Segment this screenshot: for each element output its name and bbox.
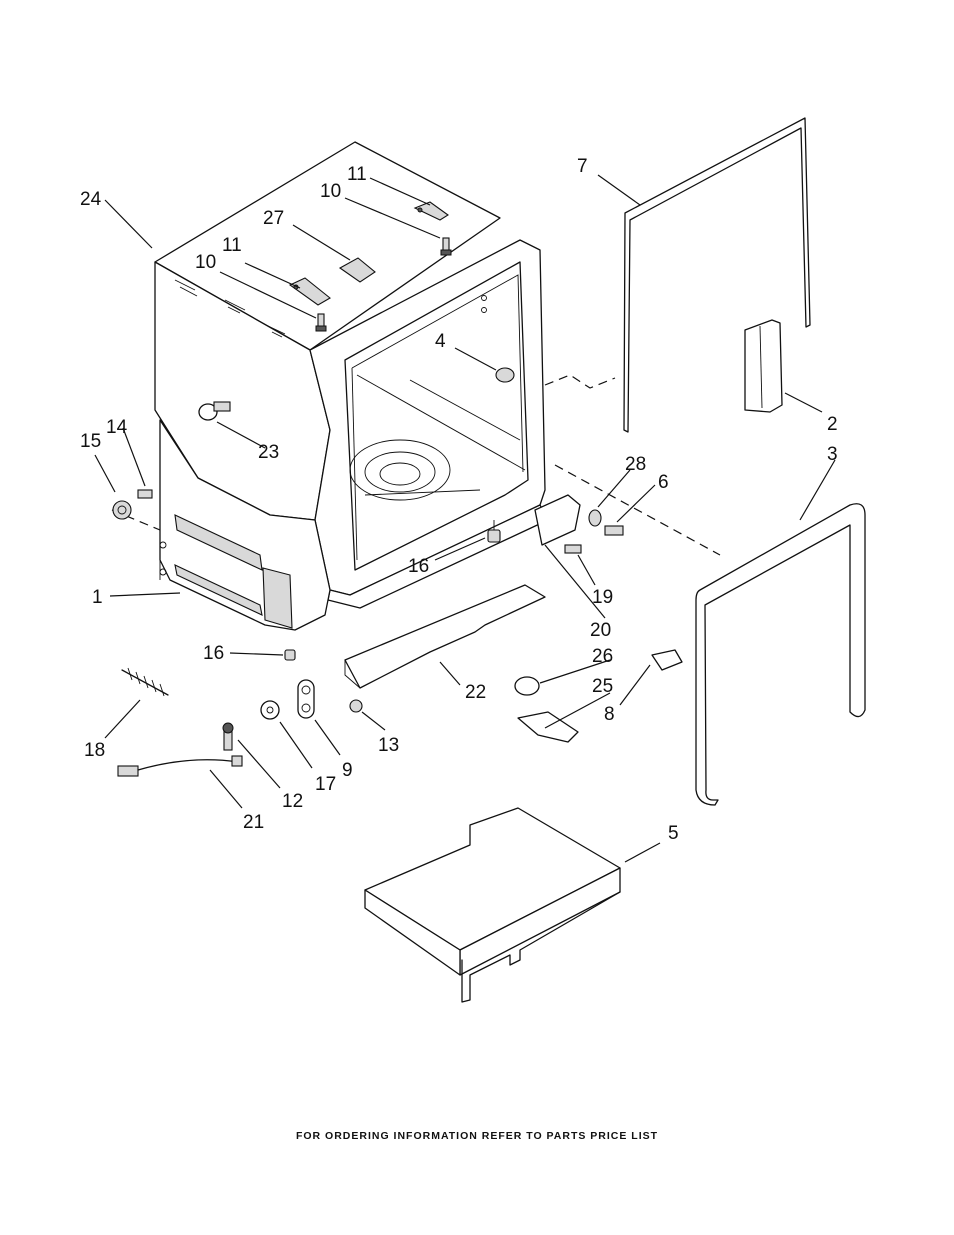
callout-18: 18 [84, 740, 105, 761]
bracket-20 [534, 494, 581, 546]
callout-16-upper: 16 [408, 556, 429, 577]
latch-8 [651, 649, 683, 671]
callout-24: 24 [80, 189, 102, 210]
screw-6 [604, 525, 624, 536]
clip-27 [338, 257, 376, 283]
screw-10-upper [440, 237, 452, 256]
trim-2 [744, 319, 783, 413]
callout-27: 27 [263, 208, 284, 229]
callout-2: 2 [827, 414, 838, 435]
plug-4 [495, 367, 515, 383]
callout-10-top: 10 [320, 181, 341, 202]
seal-7 [623, 117, 811, 433]
callout-21: 21 [243, 812, 264, 833]
callout-20: 20 [590, 620, 611, 641]
screw-19 [564, 544, 582, 554]
wheel-17 [260, 700, 280, 720]
foot-16-upper [487, 520, 501, 543]
callout-11-top: 11 [347, 164, 367, 185]
leader-lines [94, 174, 836, 863]
callout-13: 13 [378, 735, 399, 756]
washer-28 [588, 509, 602, 527]
foot-13 [349, 699, 363, 713]
callout-11-left: 11 [222, 235, 242, 256]
callout-10-left: 10 [195, 252, 216, 273]
screw-14 [137, 489, 153, 499]
callout-16-lower: 16 [203, 643, 224, 664]
bracket-9 [297, 679, 315, 719]
callout-1: 1 [92, 587, 103, 608]
panel-5 [364, 807, 621, 1003]
screw-12 [222, 722, 234, 751]
hinge-bracket-lower [288, 277, 331, 306]
callout-22: 22 [465, 682, 486, 703]
callout-labels: 24 11 10 27 11 10 7 4 2 3 14 15 23 28 6 … [80, 156, 838, 844]
cable-21 [117, 755, 243, 777]
callout-26: 26 [592, 646, 613, 667]
spring-18 [121, 667, 169, 697]
part-23-plug [198, 401, 231, 421]
callout-5: 5 [668, 823, 679, 844]
callout-23: 23 [258, 442, 279, 463]
callout-15: 15 [80, 431, 101, 452]
nut-15 [112, 500, 132, 520]
foot-16-lower [284, 649, 296, 661]
callout-3: 3 [827, 444, 838, 465]
plate-22 [344, 584, 546, 689]
callout-28: 28 [625, 454, 646, 475]
gasket-3 [695, 503, 866, 806]
callout-12: 12 [282, 791, 303, 812]
callout-9: 9 [342, 760, 353, 781]
callout-4: 4 [435, 331, 446, 352]
callout-7: 7 [577, 156, 588, 177]
callout-19: 19 [592, 587, 613, 608]
callout-17: 17 [315, 774, 336, 795]
screw-10-lower [315, 313, 327, 332]
hinge-bracket-upper [413, 201, 449, 221]
callout-6: 6 [658, 472, 669, 493]
tub-assembly [111, 141, 549, 631]
callout-25: 25 [592, 676, 613, 697]
part-26 [514, 676, 540, 696]
callout-14: 14 [106, 417, 128, 438]
callout-8: 8 [604, 704, 615, 725]
ordering-info-footer: FOR ORDERING INFORMATION REFER TO PARTS … [295, 1130, 659, 1142]
